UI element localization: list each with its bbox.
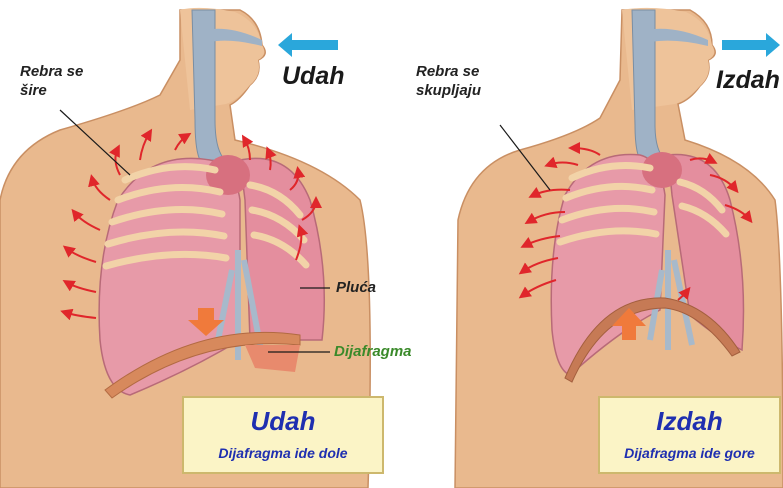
right-box-title: Izdah [600,406,779,437]
diaphragm-label: Dijafragma [334,342,412,361]
right-ribs-label: Rebra se skupljaju [416,62,481,100]
left-box-title: Udah [184,406,382,437]
left-info-box: Udah Dijafragma ide dole [182,396,384,474]
left-title: Udah [282,62,345,91]
lungs-label: Pluća [336,278,376,297]
left-box-subtitle: Dijafragma ide dole [184,445,382,461]
right-info-box: Izdah Dijafragma ide gore [598,396,781,474]
left-ribs-label: Rebra se šire [20,62,83,100]
right-airflow-arrow [722,33,780,57]
left-airflow-arrow [278,33,338,57]
right-box-subtitle: Dijafragma ide gore [600,445,779,461]
right-title: Izdah [716,66,780,95]
